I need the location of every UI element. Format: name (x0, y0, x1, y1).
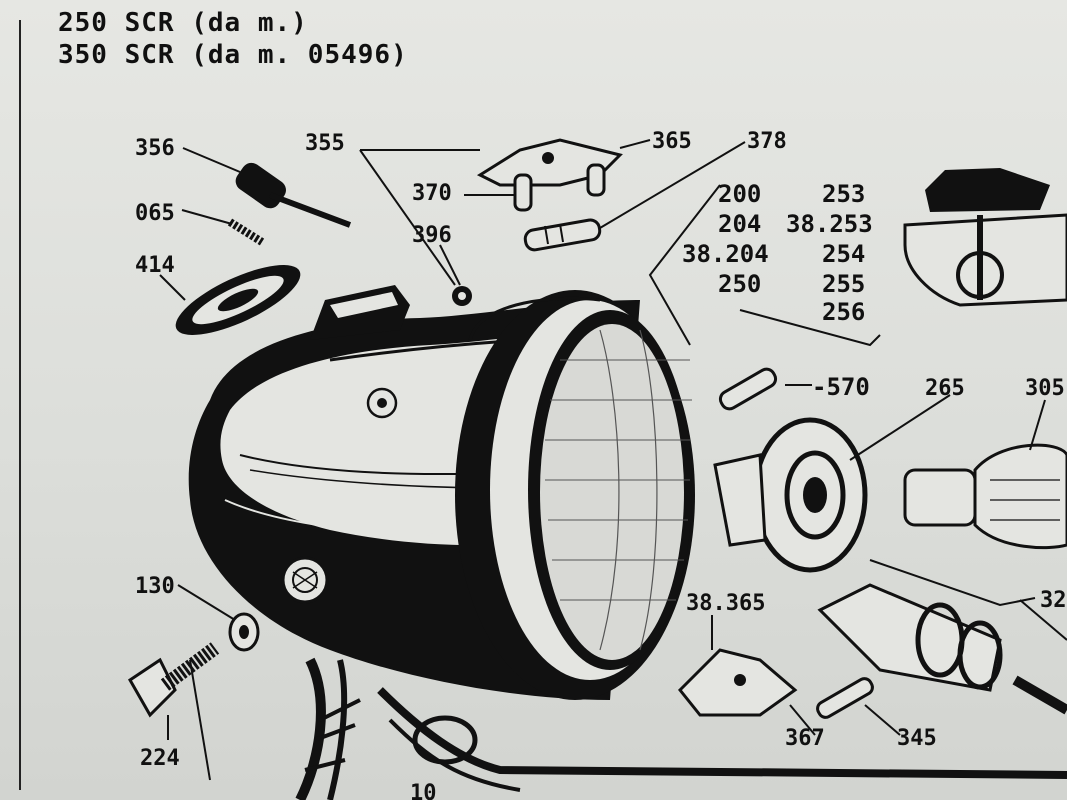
label-414: 414 (135, 253, 175, 278)
label-370: 370 (412, 181, 452, 206)
label-355: 355 (305, 131, 345, 156)
label-32: 32 (1040, 588, 1067, 613)
label-204: 204 (718, 210, 761, 238)
label-255: 255 (822, 270, 865, 298)
part-367-lamp-holder (677, 648, 798, 717)
label-396: 396 (412, 223, 452, 248)
part-378-bulb (523, 218, 602, 252)
label-38-204: 38.204 (682, 240, 769, 268)
label-065: 065 (135, 201, 175, 226)
part-253-switch-assembly (903, 168, 1067, 307)
label-265: 265 (925, 376, 965, 401)
label-356: 356 (135, 136, 175, 161)
part-224-bolt (128, 642, 220, 718)
label-38-365: 38.365 (686, 591, 765, 616)
label-10: 10 (410, 781, 437, 800)
part-414-gasket (175, 265, 301, 335)
mounting-bracket (295, 657, 1067, 800)
part-356-screw (235, 162, 352, 228)
leader-lines (159, 139, 1067, 781)
label-253: 253 (822, 180, 865, 208)
headlamp-rim-and-lens (455, 290, 695, 700)
label-345: 345 (897, 726, 937, 751)
label-250: 250 (718, 270, 761, 298)
part-130-washer (228, 612, 260, 652)
label-256: 256 (822, 298, 865, 326)
part-570-bulb (718, 367, 778, 411)
label-254: 254 (822, 240, 865, 268)
label-130: 130 (135, 574, 175, 599)
part-396-screw (452, 286, 472, 306)
label-570: -570 (812, 373, 870, 401)
part-265-bulb-holder (713, 417, 868, 573)
label-305: 305 (1025, 376, 1065, 401)
label-38-253: 38.253 (786, 210, 873, 238)
label-378: 378 (747, 129, 787, 154)
part-365-lamp-holder (476, 138, 623, 212)
model-line-2: 350 SCR (da m. 05496) (58, 40, 408, 70)
label-224: 224 (140, 746, 180, 771)
part-345-bulb (816, 677, 874, 719)
label-200: 200 (718, 180, 761, 208)
model-line-1: 250 SCR (da m.) (58, 8, 308, 38)
part-305-main-bulb (903, 443, 1067, 550)
label-365: 365 (652, 129, 692, 154)
part-labels: 356 355 365 378 370 396 065 414 200 204 … (135, 129, 1067, 800)
part-065-spring (227, 218, 265, 246)
label-367: 367 (785, 726, 825, 751)
part-32-connector (817, 583, 1067, 715)
